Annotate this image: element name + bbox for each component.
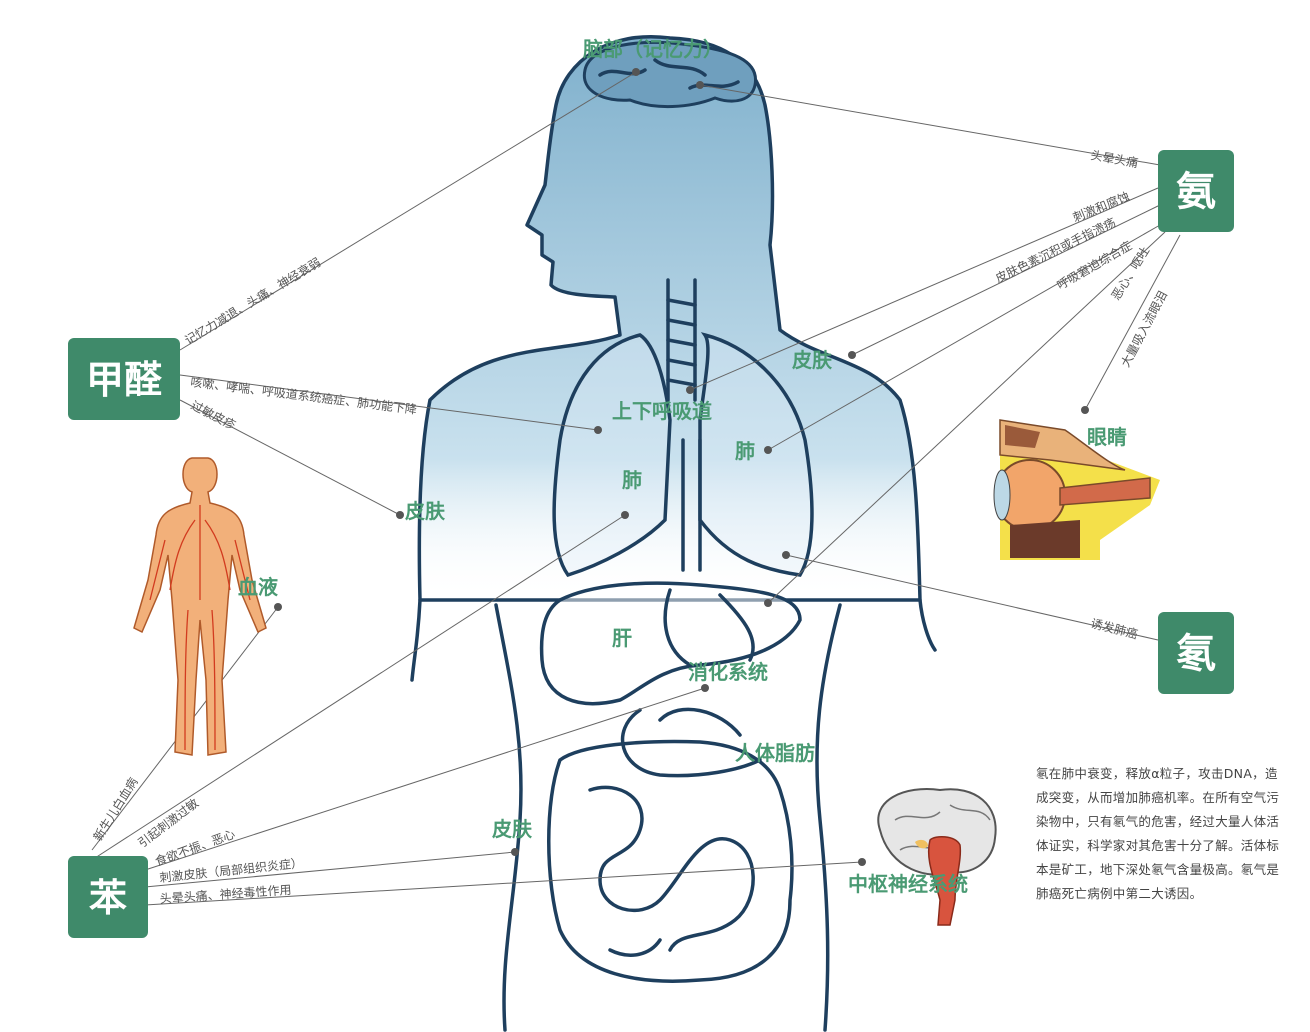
brain-shape	[582, 40, 757, 108]
label-lung-left: 肺	[622, 468, 642, 492]
label-cns: 中枢神经系统	[848, 872, 968, 896]
brain-folds	[598, 58, 740, 90]
duodenum	[620, 707, 762, 778]
badge-ammonia-text: 氨	[1176, 169, 1216, 215]
human-figure-icon	[133, 457, 267, 756]
right-waist	[815, 603, 842, 1032]
effect-benzene-nerve: 头晕头痛、神经毒性作用	[159, 882, 292, 906]
label-blood: 血液	[238, 575, 279, 599]
label-brain: 脑部（记忆力）	[583, 37, 723, 61]
badge-benzene: 苯	[68, 856, 148, 938]
badge-formaldehyde: 甲醛	[68, 338, 180, 420]
label-skin-left: 皮肤	[405, 499, 446, 523]
label-eyes: 眼睛	[1087, 425, 1127, 449]
label-lung-right: 肺	[735, 439, 755, 463]
label-liver: 肝	[612, 626, 632, 650]
small-intestine	[588, 785, 755, 957]
left-lung	[552, 333, 672, 578]
effect-formaldehyde-cough: 咳嗽、哮喘、呼吸道系统癌症、肺功能下降	[190, 374, 418, 417]
radon-note: 氡在肺中衰变，释放α粒子，攻击DNA，造成突变，从而增加肺癌机率。在所有空气污染…	[1036, 766, 1280, 901]
stomach	[663, 588, 755, 667]
effect-radon-cancer: 诱发肺癌	[1089, 615, 1139, 641]
badge-formaldehyde-text: 甲醛	[86, 358, 162, 402]
trachea-rings	[666, 298, 697, 387]
left-waist	[494, 603, 523, 1032]
brain-icon	[877, 788, 997, 926]
badge-ammonia: 氨	[1158, 150, 1234, 232]
right-arm-line	[918, 598, 937, 652]
effect-formaldehyde-memory: 记忆力减退、头痛、神经衰弱	[182, 254, 323, 347]
badge-benzene-text: 苯	[89, 876, 127, 920]
label-digestive: 消化系统	[688, 660, 768, 684]
effect-ammonia-headache: 头晕头痛	[1089, 147, 1139, 170]
label-airway: 上下呼吸道	[612, 399, 712, 423]
effect-ammonia-irritation: 刺激和腐蚀	[1071, 188, 1132, 224]
right-lung	[698, 332, 814, 577]
large-intestine	[547, 739, 794, 983]
effect-ammonia-skin: 皮肤色素沉积或手指溃疡	[993, 214, 1118, 285]
eye-cross-section-icon	[993, 419, 1160, 560]
label-body-fat: 人体脂肪	[735, 741, 815, 765]
label-skin-right: 皮肤	[792, 348, 833, 372]
leader-lines	[91, 71, 1181, 906]
effect-formaldehyde-allergy: 过敏皮疹	[189, 397, 239, 432]
badge-radon-text: 氡	[1176, 631, 1216, 677]
leader-dots	[274, 68, 1089, 866]
left-arm-line	[410, 598, 422, 682]
label-skin-lower: 皮肤	[492, 817, 533, 841]
badge-radon: 氡	[1158, 612, 1234, 694]
